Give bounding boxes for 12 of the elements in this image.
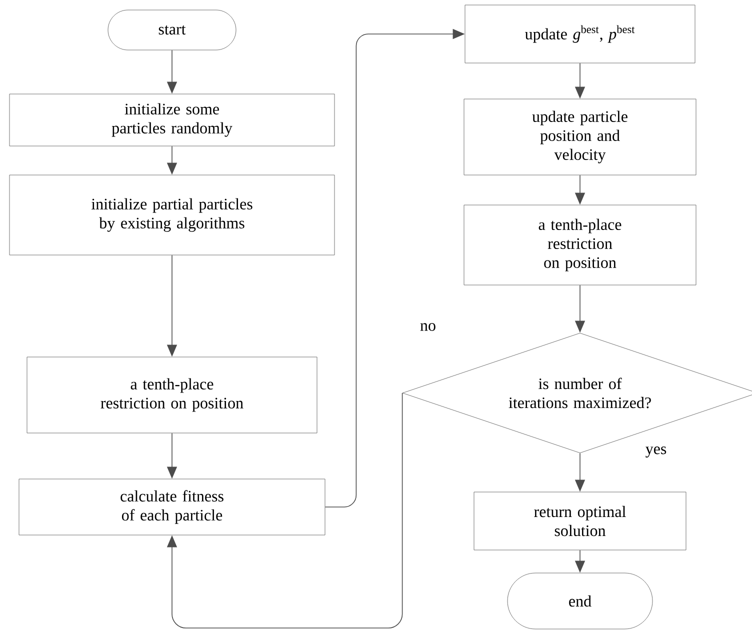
process-box: calculate fitness of each particle	[18, 478, 326, 536]
process-box: initialize partial particles by existing algorithms	[9, 174, 335, 256]
process-box: update g$^{best}$, p$^{best}$	[464, 4, 696, 64]
arrow	[166, 392, 403, 628]
process-box: return optimal solution	[474, 492, 686, 550]
process-box: initialize some particles randomly	[9, 94, 335, 146]
process-box: a tenth-place restriction on position	[26, 356, 318, 434]
process-box: update particle position and velocity	[464, 98, 696, 176]
terminal-box: end	[507, 572, 653, 630]
edge-label: no	[419, 322, 437, 332]
process-box: a tenth-place restriction on position	[464, 204, 696, 286]
terminal-box: start	[108, 10, 236, 50]
